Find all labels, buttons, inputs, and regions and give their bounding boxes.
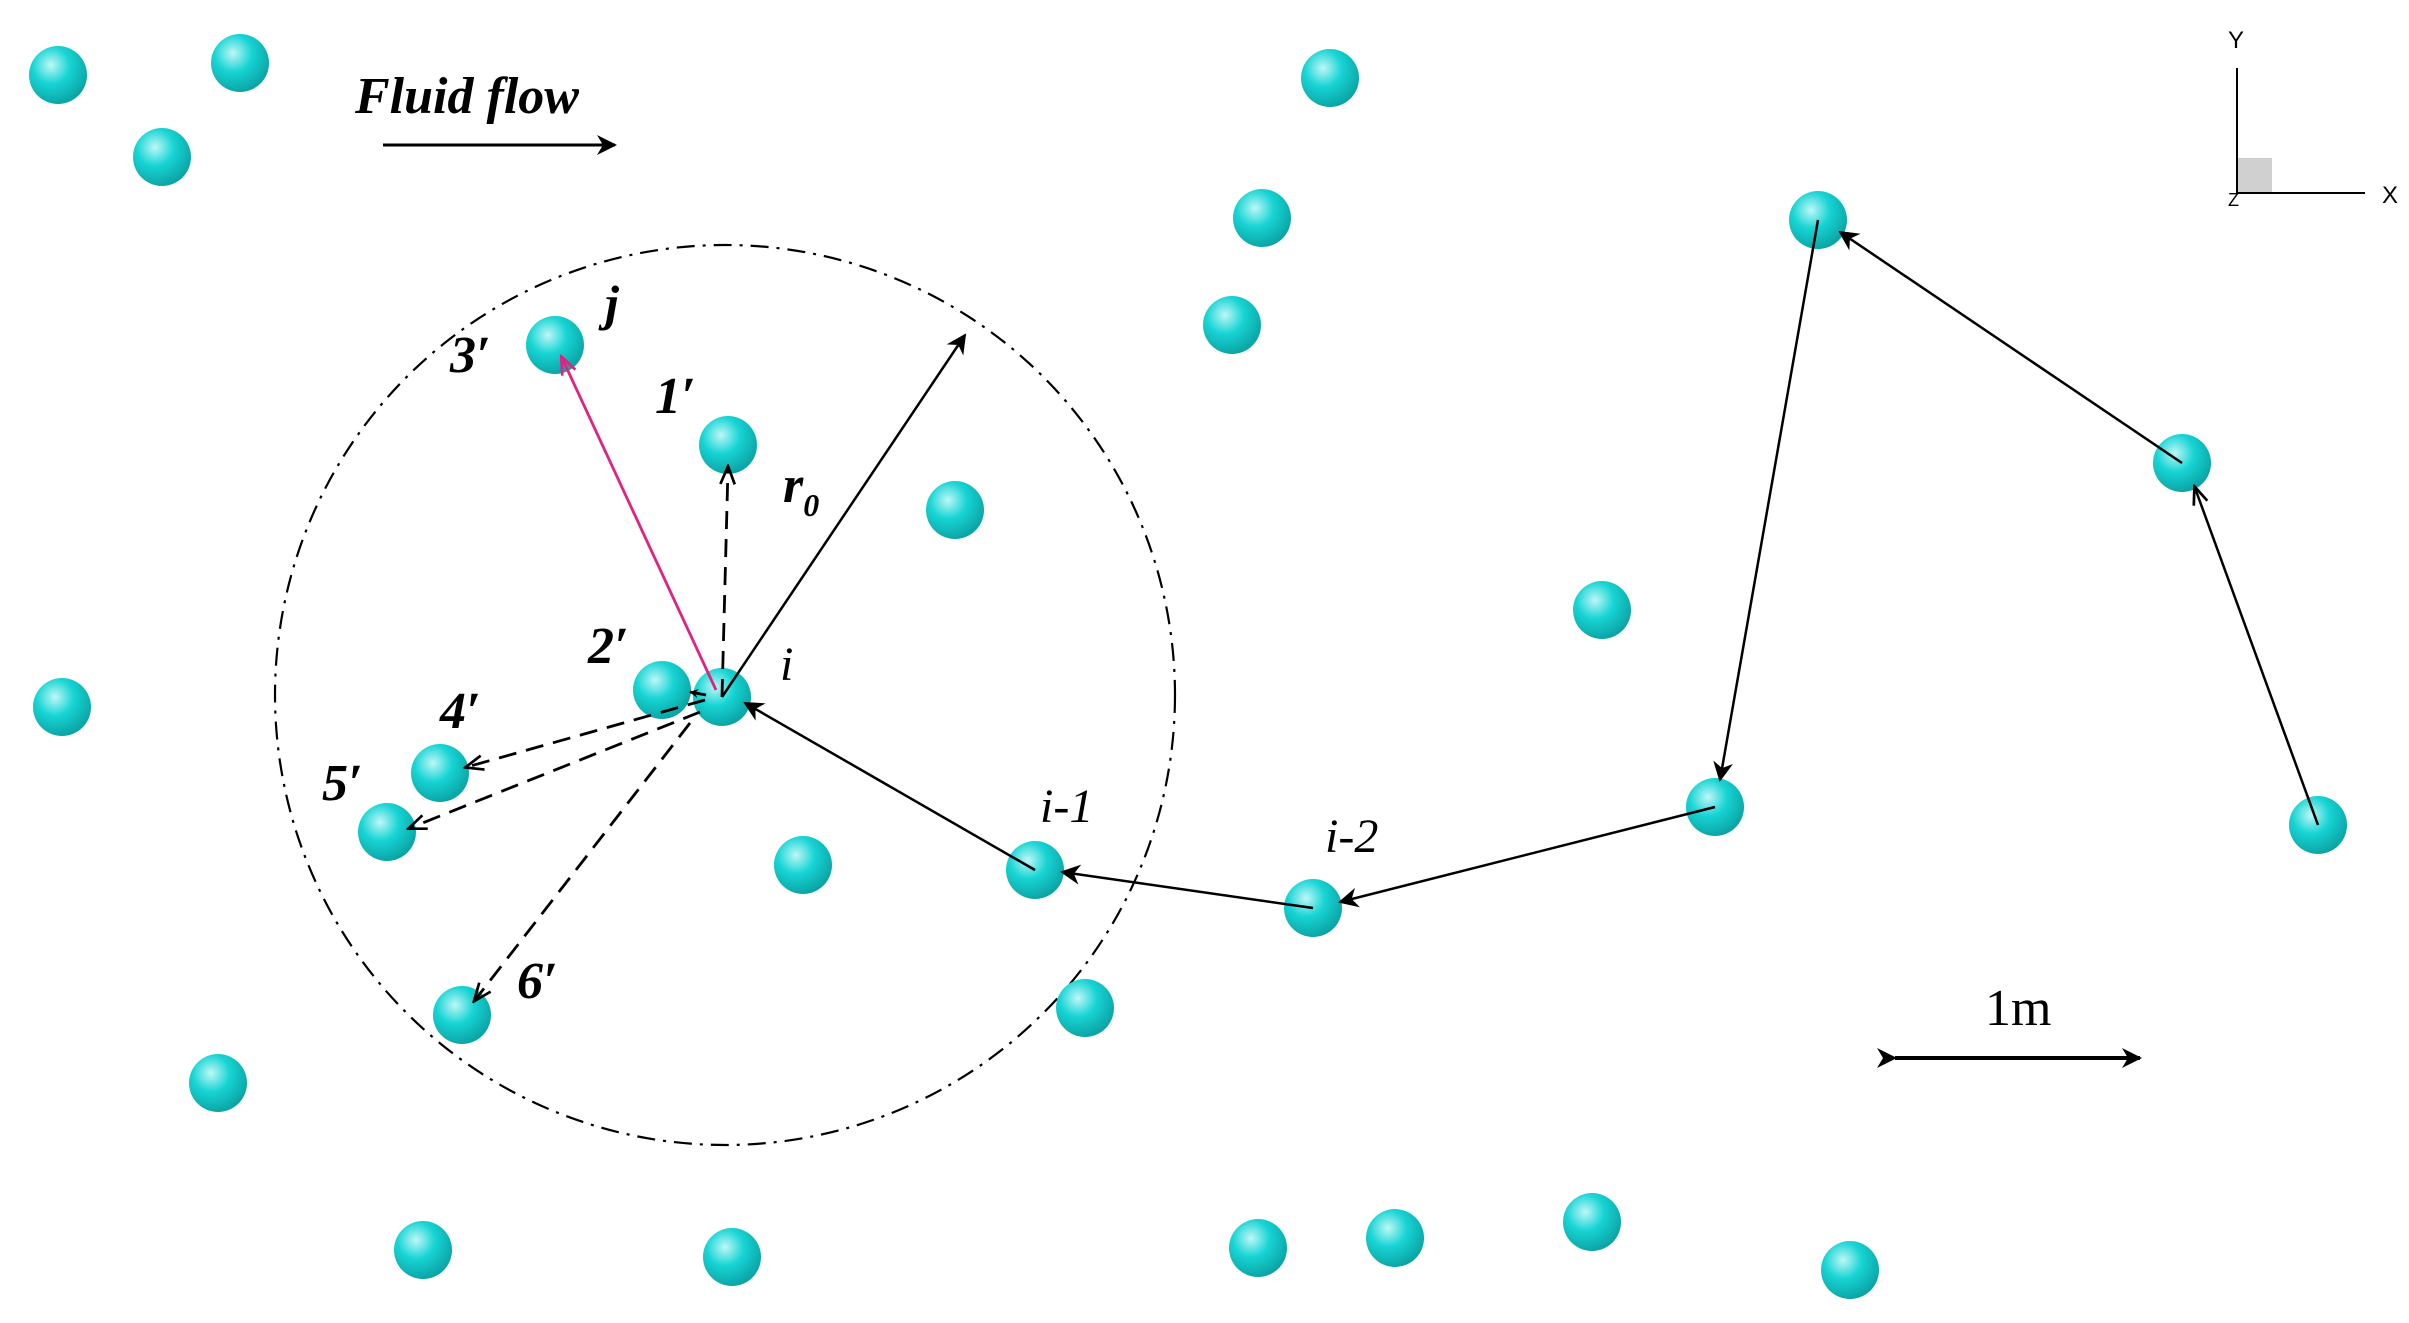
particle-j <box>526 316 584 374</box>
particle <box>358 803 416 861</box>
path-segment <box>1838 230 2183 465</box>
label-i: i <box>780 638 793 691</box>
particle <box>1056 979 1114 1037</box>
label-candidate-5: 5′ <box>322 755 363 812</box>
candidate-vector-6 <box>475 722 692 1000</box>
particle <box>211 34 269 92</box>
particle <box>394 1221 452 1279</box>
particle <box>1229 1219 1287 1277</box>
path-segment <box>743 701 1036 872</box>
axis-x-label: X <box>2382 182 2398 209</box>
particle <box>926 481 984 539</box>
label-j: j <box>598 275 620 331</box>
candidate-vector-5 <box>410 710 701 828</box>
label-r0: r0 <box>783 457 819 523</box>
axis-y-label: Y <box>2228 27 2244 54</box>
particle <box>133 128 191 186</box>
label-i-minus-1: i-1 <box>1040 780 1093 833</box>
label-candidate-4: 4′ <box>439 683 481 740</box>
particles <box>29 34 2347 1299</box>
axis-box <box>2237 158 2272 193</box>
particle <box>1301 49 1359 107</box>
label-r0-subscript: 0 <box>803 487 819 523</box>
trajectory <box>743 219 2320 910</box>
candidate-vector-4 <box>467 698 706 767</box>
fluid-flow-label: Fluid flow <box>354 68 579 125</box>
particle <box>1821 1241 1879 1299</box>
particle <box>1573 581 1631 639</box>
candidate-vector-1 <box>722 468 728 698</box>
particle <box>411 744 469 802</box>
scale-label: 1m <box>1985 980 2051 1037</box>
particle <box>774 836 832 894</box>
path-segment <box>1060 864 1314 910</box>
particle <box>1563 1193 1621 1251</box>
label-candidate-2: 2′ <box>587 618 629 675</box>
path-segment <box>2195 488 2320 826</box>
label-i-minus-2: i-2 <box>1325 810 1378 863</box>
particle <box>33 678 91 736</box>
radius-r0-arrow <box>720 333 967 698</box>
particle <box>699 416 757 474</box>
axis-z-label: Z <box>2228 190 2239 210</box>
label-candidate-3: 3′ <box>449 327 491 384</box>
label-candidate-1: 1′ <box>655 368 696 425</box>
candidate-vectors <box>410 468 728 1000</box>
particle <box>703 1228 761 1286</box>
particle <box>633 661 691 719</box>
particle <box>1366 1209 1424 1267</box>
candidate-vector-2 <box>689 689 707 698</box>
influence-circle <box>273 243 1177 1147</box>
particle <box>29 46 87 104</box>
selected-vector-to-j <box>562 358 718 691</box>
path-segment <box>1338 805 1716 908</box>
axis-triad: Y X Z <box>2228 27 2398 210</box>
path-segment <box>1713 219 1820 782</box>
particle <box>1203 296 1261 354</box>
label-candidate-6: 6′ <box>517 953 558 1010</box>
particle <box>1233 189 1291 247</box>
label-r0-base: r <box>783 457 804 514</box>
particle <box>433 986 491 1044</box>
particle <box>189 1054 247 1112</box>
